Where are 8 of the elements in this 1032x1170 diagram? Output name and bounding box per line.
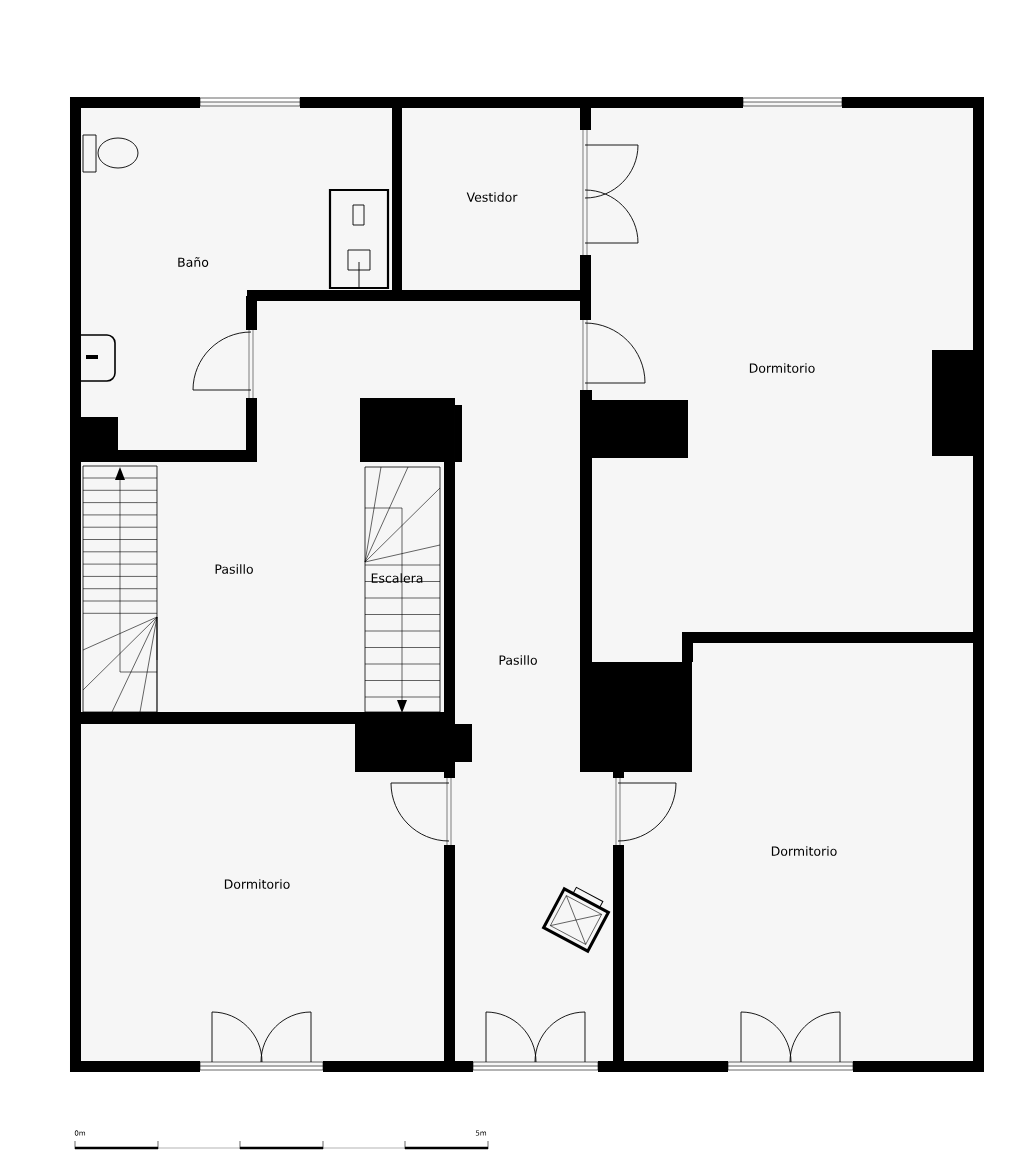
room-label: Pasillo [215, 564, 253, 574]
room-label: Pasillo [499, 655, 537, 665]
room-label: Dormitorio [749, 363, 815, 373]
room-label: Vestidor [466, 192, 518, 202]
room-label: Dormitorio [771, 846, 837, 856]
room-label: Dormitorio [224, 879, 290, 889]
room-label: Escalera [371, 573, 423, 583]
room-label: Baño [178, 257, 209, 267]
